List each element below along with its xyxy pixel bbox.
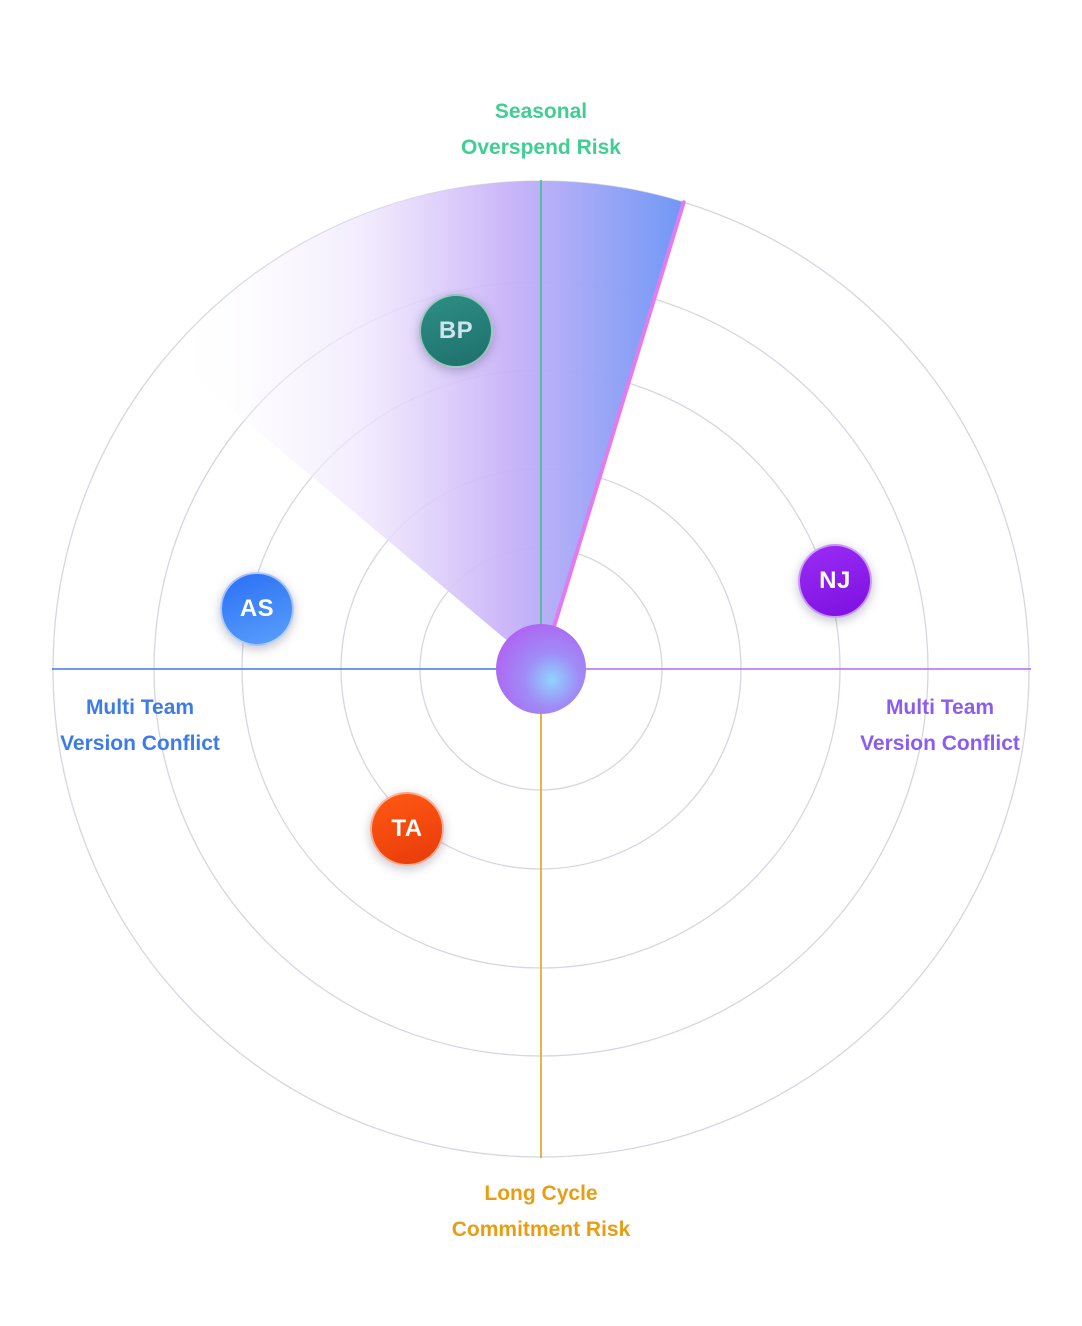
axis-label-right-line2: Version Conflict [860, 732, 1020, 755]
axis-label-right-line1: Multi Team [885, 696, 995, 719]
axis-label-top-line1: Seasonal [494, 100, 588, 123]
avatar-as-initials: AS [239, 595, 275, 622]
axis-label-left-line2: Version Conflict [60, 732, 220, 755]
avatar-ta-initials: TA [391, 815, 423, 842]
sweep-layer [167, 180, 686, 669]
avatar-ta[interactable]: TA [370, 792, 444, 866]
axis-label-bottom-line2: Commitment Risk [451, 1218, 631, 1241]
radar-axes [52, 180, 1031, 1158]
avatar-as[interactable]: AS [220, 572, 294, 646]
avatar-nj[interactable]: NJ [798, 544, 872, 618]
axis-label-top: Seasonal Overspend Risk [391, 94, 691, 166]
avatar-bp[interactable]: BP [419, 294, 493, 368]
axis-label-right: Multi Team Version Conflict [820, 690, 1060, 762]
radar-sweep [167, 180, 684, 669]
axis-label-left-line1: Multi Team [85, 696, 195, 719]
radar-hub [496, 624, 586, 714]
axis-label-top-line2: Overspend Risk [461, 136, 621, 159]
axis-label-bottom: Long Cycle Commitment Risk [391, 1176, 691, 1248]
avatar-bp-initials: BP [438, 317, 474, 344]
avatar-nj-initials: NJ [819, 567, 851, 594]
axis-label-left: Multi Team Version Conflict [20, 690, 260, 762]
axis-label-bottom-line1: Long Cycle [484, 1182, 598, 1205]
radar-sweep-edge [547, 200, 686, 643]
